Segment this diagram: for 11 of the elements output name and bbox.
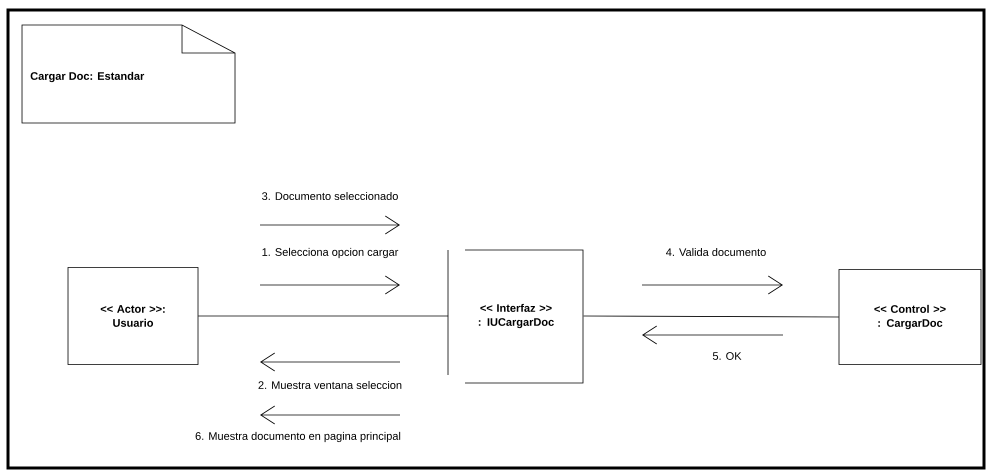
message-label: 1. Selecciona opcion cargar [262, 248, 398, 258]
message-label: 2. Muestra ventana seleccion [258, 380, 402, 390]
message-label: 4. Valida documento [666, 248, 766, 256]
connector-line [583, 316, 839, 318]
object-box: << Actor >>: Usuario [68, 267, 198, 365]
message-label: 6. Muestra documento en pagina principal [196, 432, 400, 442]
message-label: 3. Documento seleccionado [262, 192, 398, 200]
message-label: 5. OK [712, 352, 742, 360]
note-box: Cargar Doc: Estandar [22, 24, 236, 124]
object-box: << Control >> : CargarDoc [838, 269, 982, 365]
boundary-object-box: << Interfaz >> : IUCargarDoc [448, 250, 584, 384]
